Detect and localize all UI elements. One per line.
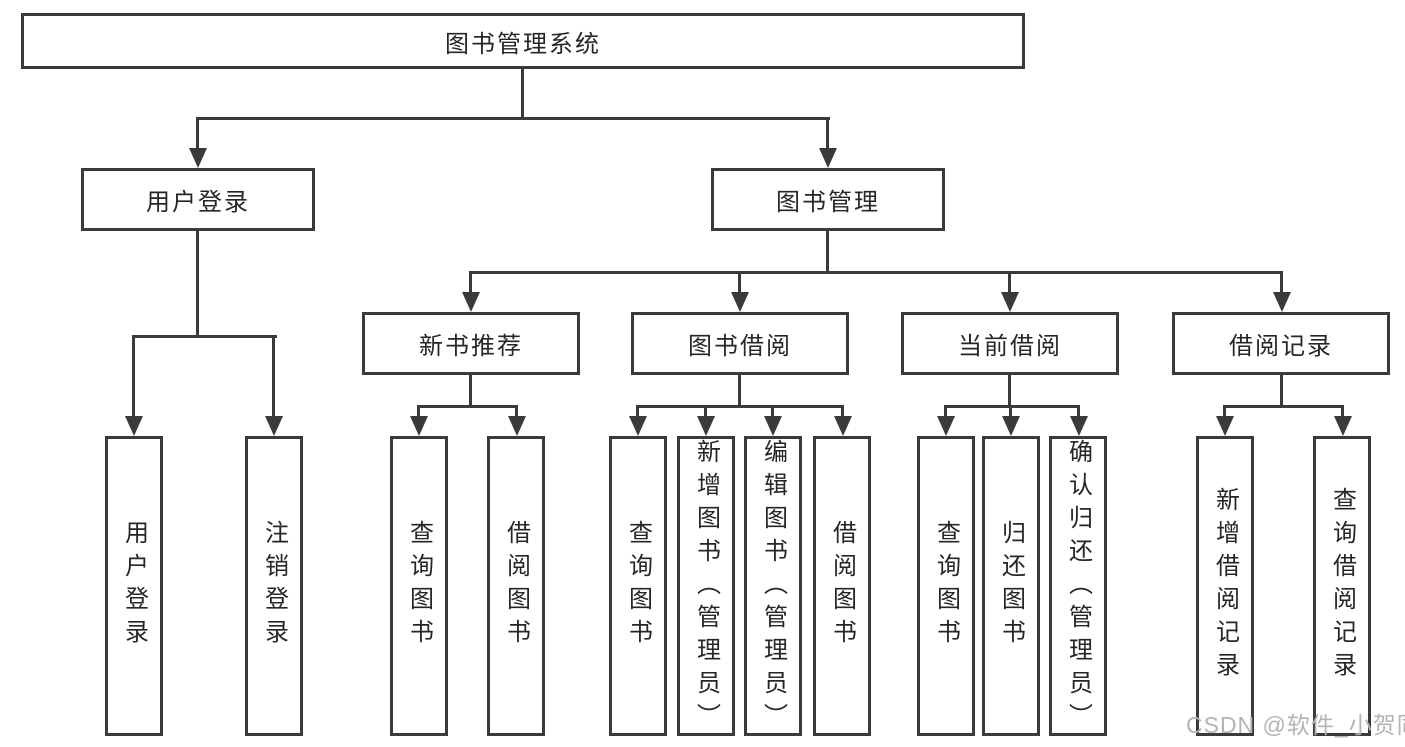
connector-login-rail bbox=[132, 335, 277, 338]
node-label: 当前借阅 bbox=[958, 333, 1062, 360]
connector-borrow-stem bbox=[738, 374, 741, 408]
arrowhead-leaf-rec-2 bbox=[508, 416, 526, 436]
leaf-query-book-3: 查询图书 bbox=[917, 436, 975, 736]
node-label: 查询图书 bbox=[932, 520, 960, 652]
arrowhead-book-management bbox=[819, 148, 837, 168]
node-borrow-record: 借阅记录 bbox=[1172, 312, 1390, 375]
node-label: 查询借阅记录 bbox=[1328, 487, 1356, 685]
connector-stem-book-management bbox=[826, 117, 829, 151]
leaf-borrow-book-2: 借阅图书 bbox=[813, 436, 871, 736]
node-user-login: 用户登录 bbox=[81, 168, 315, 231]
node-book-borrow: 图书借阅 bbox=[631, 312, 849, 375]
connector-stem-recommend bbox=[469, 271, 472, 293]
node-book-management: 图书管理 bbox=[711, 168, 945, 231]
connector-stem-leaf-recd-2 bbox=[1341, 405, 1344, 419]
connector-stem-leaf-bor-4 bbox=[841, 405, 844, 419]
connector-login-stem bbox=[196, 230, 199, 337]
arrowhead-current bbox=[1001, 292, 1019, 312]
node-label: 确认归还（管理员） bbox=[1064, 439, 1092, 736]
connector-stem-current bbox=[1008, 271, 1011, 293]
leaf-user-login: 用户登录 bbox=[105, 436, 163, 736]
node-label: 新书推荐 bbox=[419, 333, 523, 360]
connector-bookmgmt-stem bbox=[826, 230, 829, 274]
node-new-book-recommend: 新书推荐 bbox=[362, 312, 580, 375]
connector-borrow-rail bbox=[636, 405, 844, 408]
arrowhead-leaf-cur-3 bbox=[1070, 416, 1088, 436]
leaf-edit-book-admin: 编辑图书（管理员） bbox=[744, 436, 802, 736]
leaf-borrow-book-1: 借阅图书 bbox=[487, 436, 545, 736]
leaf-query-book-2: 查询图书 bbox=[609, 436, 667, 736]
arrowhead-leaf-rec-1 bbox=[410, 416, 428, 436]
node-label: 归还图书 bbox=[997, 520, 1025, 652]
connector-level2-rail bbox=[196, 117, 830, 120]
csdn-watermark: CSDN @软件_小贺同学 bbox=[1186, 712, 1405, 738]
node-label: 查询图书 bbox=[405, 520, 433, 652]
node-label: 编辑图书（管理员） bbox=[759, 439, 787, 736]
arrowhead-leaf-cur-2 bbox=[1002, 416, 1020, 436]
node-label: 图书管理系统 bbox=[445, 30, 601, 58]
node-label: 用户登录 bbox=[120, 520, 148, 652]
leaf-add-borrow-record: 新增借阅记录 bbox=[1196, 436, 1254, 736]
arrowhead-leaf-bor-4 bbox=[834, 416, 852, 436]
leaf-query-borrow-record: 查询借阅记录 bbox=[1313, 436, 1371, 736]
leaf-query-book-1: 查询图书 bbox=[390, 436, 448, 736]
connector-stem-leaf-rec-2 bbox=[515, 405, 518, 419]
node-label: 图书管理 bbox=[776, 189, 880, 216]
node-label: 图书借阅 bbox=[688, 333, 792, 360]
connector-stem-leaf-bor-3 bbox=[771, 405, 774, 419]
connector-stem-record bbox=[1280, 271, 1283, 293]
node-label: 借阅记录 bbox=[1229, 333, 1333, 360]
connector-stem-leaf-rec-1 bbox=[417, 405, 420, 419]
arrowhead-leaf-login-2 bbox=[265, 416, 283, 436]
arrowhead-record bbox=[1273, 292, 1291, 312]
connector-stem-borrow bbox=[738, 271, 741, 293]
leaf-add-book-admin: 新增图书（管理员） bbox=[677, 436, 735, 736]
arrowhead-leaf-recd-2 bbox=[1334, 416, 1352, 436]
connector-level3-rail bbox=[469, 271, 1283, 274]
arrowhead-leaf-login-1 bbox=[125, 416, 143, 436]
node-current-borrow: 当前借阅 bbox=[901, 312, 1119, 375]
connector-current-stem bbox=[1008, 374, 1011, 408]
arrowhead-leaf-recd-1 bbox=[1216, 416, 1234, 436]
leaf-confirm-return-admin: 确认归还（管理员） bbox=[1049, 436, 1107, 736]
connector-stem-leaf-bor-2 bbox=[704, 405, 707, 419]
arrowhead-recommend bbox=[462, 292, 480, 312]
arrowhead-leaf-cur-1 bbox=[937, 416, 955, 436]
connector-stem-leaf-cur-1 bbox=[944, 405, 947, 419]
connector-stem-leaf-cur-2 bbox=[1009, 405, 1012, 419]
connector-record-rail bbox=[1223, 405, 1344, 408]
arrowhead-user-login bbox=[189, 148, 207, 168]
connector-recommend-rail bbox=[417, 405, 518, 408]
connector-stem-leaf-login-2 bbox=[272, 335, 275, 419]
connector-record-stem bbox=[1280, 374, 1283, 408]
arrowhead-borrow bbox=[731, 292, 749, 312]
connector-root-stem bbox=[521, 68, 524, 119]
connector-stem-leaf-login-1 bbox=[132, 335, 135, 419]
connector-current-rail bbox=[944, 405, 1080, 408]
connector-stem-leaf-bor-1 bbox=[636, 405, 639, 419]
connector-stem-user-login bbox=[196, 117, 199, 151]
connector-stem-leaf-cur-3 bbox=[1077, 405, 1080, 419]
leaf-return-book: 归还图书 bbox=[982, 436, 1040, 736]
node-label: 查询图书 bbox=[624, 520, 652, 652]
node-label: 借阅图书 bbox=[502, 520, 530, 652]
connector-recommend-stem bbox=[469, 374, 472, 408]
node-label: 注销登录 bbox=[260, 520, 288, 652]
arrowhead-leaf-bor-1 bbox=[629, 416, 647, 436]
arrowhead-leaf-bor-2 bbox=[697, 416, 715, 436]
node-label: 新增图书（管理员） bbox=[692, 439, 720, 736]
arrowhead-leaf-bor-3 bbox=[764, 416, 782, 436]
node-label: 借阅图书 bbox=[828, 520, 856, 652]
node-label: 新增借阅记录 bbox=[1211, 487, 1239, 685]
node-root-system: 图书管理系统 bbox=[21, 13, 1025, 69]
node-label: 用户登录 bbox=[146, 189, 250, 216]
connector-stem-leaf-recd-1 bbox=[1223, 405, 1226, 419]
leaf-logout: 注销登录 bbox=[245, 436, 303, 736]
